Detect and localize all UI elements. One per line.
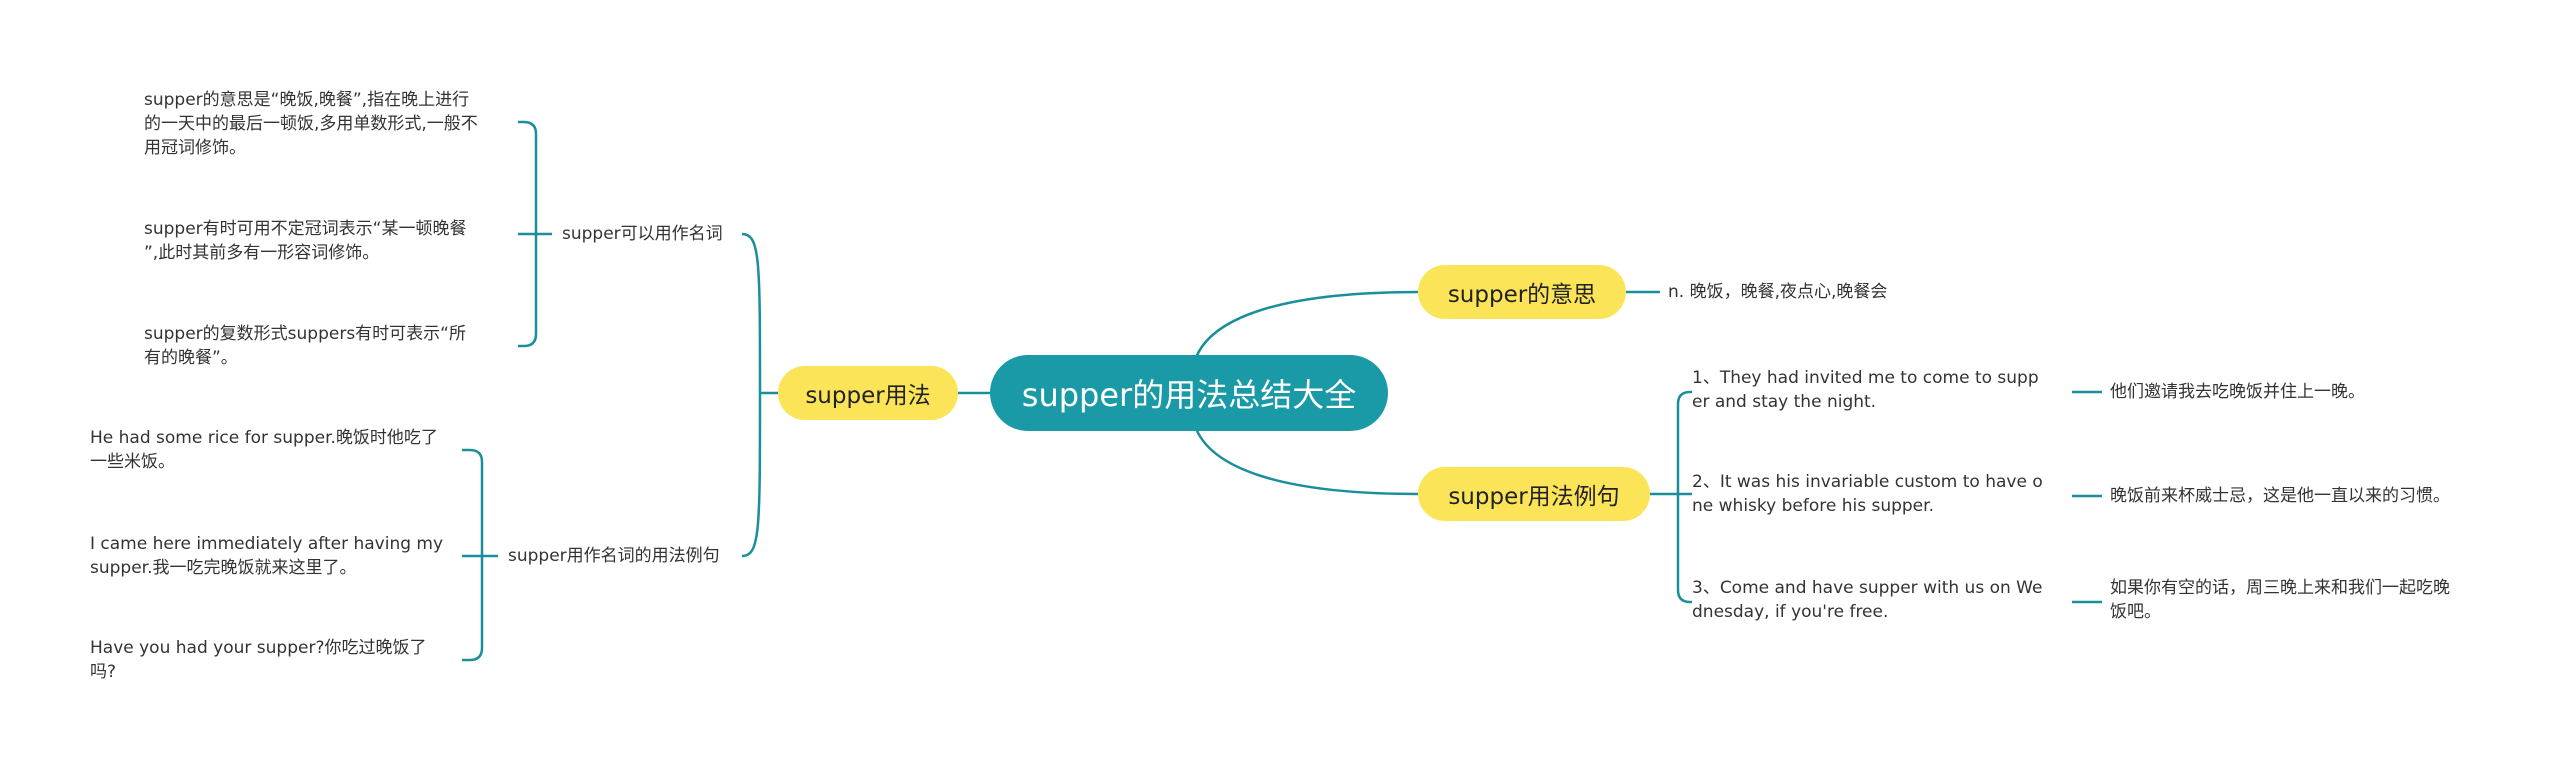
leaf-meaning-value[interactable]: n. 晚饭，晚餐,夜点心,晚餐会 <box>1668 281 1887 303</box>
example-sentence-1[interactable]: 1、They had invited me to come to supp er… <box>1692 368 2039 412</box>
link-examples-item1 <box>1676 390 1692 494</box>
example-translation-3[interactable]: 如果你有空的话，周三晚上来和我们一起吃晚 饭吧。 <box>2110 578 2450 622</box>
link-root-examples <box>1193 425 1419 496</box>
topic-supper-examples[interactable]: supper用法例句 <box>1418 467 1650 521</box>
link-group2-item1 <box>462 448 484 556</box>
link-group1-item1 <box>518 120 538 234</box>
subtopic-noun-usage[interactable]: supper可以用作名词 <box>562 223 723 245</box>
leaf-indefinite-article[interactable]: supper有时可用不定冠词表示“某一顿晚餐 ”,此时其前多有一形容词修饰。 <box>144 219 467 263</box>
link-branch-examples <box>741 392 762 558</box>
leaf-meaning-value-text: n. 晚饭，晚餐,夜点心,晚餐会 <box>1668 282 1888 302</box>
subtopic-noun-examples-label: supper用作名词的用法例句 <box>508 546 720 566</box>
topic-supper-examples-label: supper用法例句 <box>1448 484 1620 510</box>
leaf-example-rice[interactable]: He had some rice for supper.晚饭时他吃了 一些米饭。 <box>90 428 438 472</box>
link-examples-item3 <box>1676 494 1692 604</box>
root-topic[interactable]: supper的用法总结大全 <box>990 355 1388 431</box>
leaf-example-had-supper[interactable]: Have you had your supper?你吃过晚饭了 吗? <box>90 638 427 682</box>
link-group1-item3 <box>518 234 538 348</box>
example-sentence-3[interactable]: 3、Come and have supper with us on We dne… <box>1692 578 2043 622</box>
subtopic-noun-examples[interactable]: supper用作名词的用法例句 <box>508 545 720 567</box>
link-root-meaning <box>1193 290 1419 361</box>
topic-supper-meaning[interactable]: supper的意思 <box>1418 265 1626 319</box>
link-group2-item3 <box>462 556 484 662</box>
topic-supper-meaning-label: supper的意思 <box>1447 282 1597 308</box>
root-topic-label: supper的用法总结大全 <box>1021 376 1357 414</box>
link-branch-noun <box>741 232 762 394</box>
leaf-noun-meaning[interactable]: supper的意思是“晚饭,晚餐”,指在晚上进行 的一天中的最后一顿饭,多用单数… <box>144 90 478 158</box>
topic-supper-usage[interactable]: supper用法 <box>778 366 958 420</box>
topic-supper-usage-label: supper用法 <box>805 383 931 409</box>
example-translation-1[interactable]: 他们邀请我去吃晚饭并住上一晚。 <box>2110 382 2365 402</box>
example-sentence-2[interactable]: 2、It was his invariable custom to have o… <box>1692 472 2043 516</box>
leaf-example-came-here[interactable]: I came here immediately after having my … <box>90 534 444 578</box>
subtopic-noun-usage-label: supper可以用作名词 <box>562 224 723 244</box>
example-translation-2[interactable]: 晚饭前来杯威士忌，这是他一直以来的习惯。 <box>2110 486 2450 506</box>
leaf-plural-form[interactable]: supper的复数形式suppers有时可表示“所 有的晚餐”。 <box>144 324 466 368</box>
